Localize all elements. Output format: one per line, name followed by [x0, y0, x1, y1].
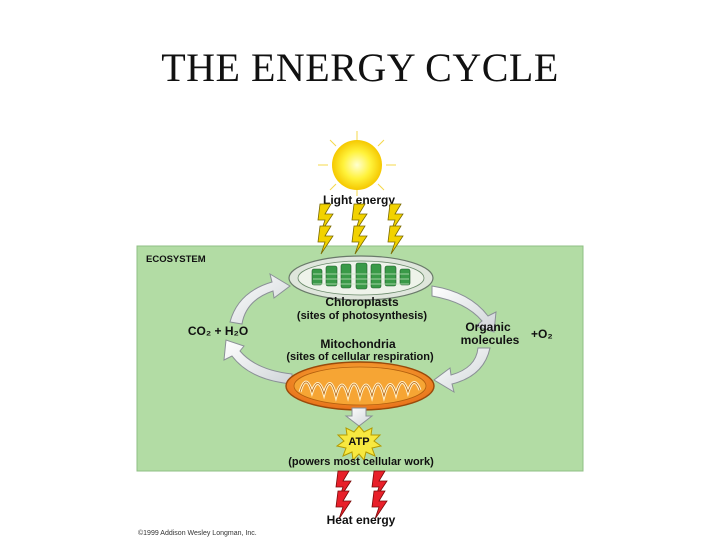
- atp-burst: [335, 425, 383, 462]
- atp-label: ATP: [348, 436, 369, 448]
- o2-label: +O₂: [531, 327, 553, 341]
- chloroplasts-label: Chloroplasts: [325, 295, 399, 309]
- atp-down-arrow: [344, 407, 374, 427]
- cycle-arrows: [223, 272, 497, 394]
- co2-h2o-label: CO₂ + H₂O: [188, 324, 248, 338]
- mitochondria-label: Mitochondria: [320, 337, 396, 351]
- copyright-text: ©1999 Addison Wesley Longman, Inc.: [138, 529, 257, 537]
- heat-bolts: [335, 470, 388, 520]
- mitochondria-sublabel: (sites of cellular respiration): [286, 351, 434, 363]
- mitochondrion: [285, 361, 435, 411]
- light-energy-label: Light energy: [323, 193, 395, 207]
- organic-label-line2: molecules: [461, 333, 520, 347]
- chloroplasts-sublabel: (sites of photosynthesis): [297, 310, 428, 322]
- chloroplast: [288, 255, 434, 301]
- organic-label-line1: Organic: [465, 320, 511, 334]
- slide-title: THE ENERGY CYCLE: [161, 45, 559, 90]
- ecosystem-label: ECOSYSTEM: [146, 254, 206, 265]
- sun: [318, 131, 396, 196]
- heat-energy-label: Heat energy: [327, 513, 396, 527]
- atp-sublabel: (powers most cellular work): [288, 456, 434, 468]
